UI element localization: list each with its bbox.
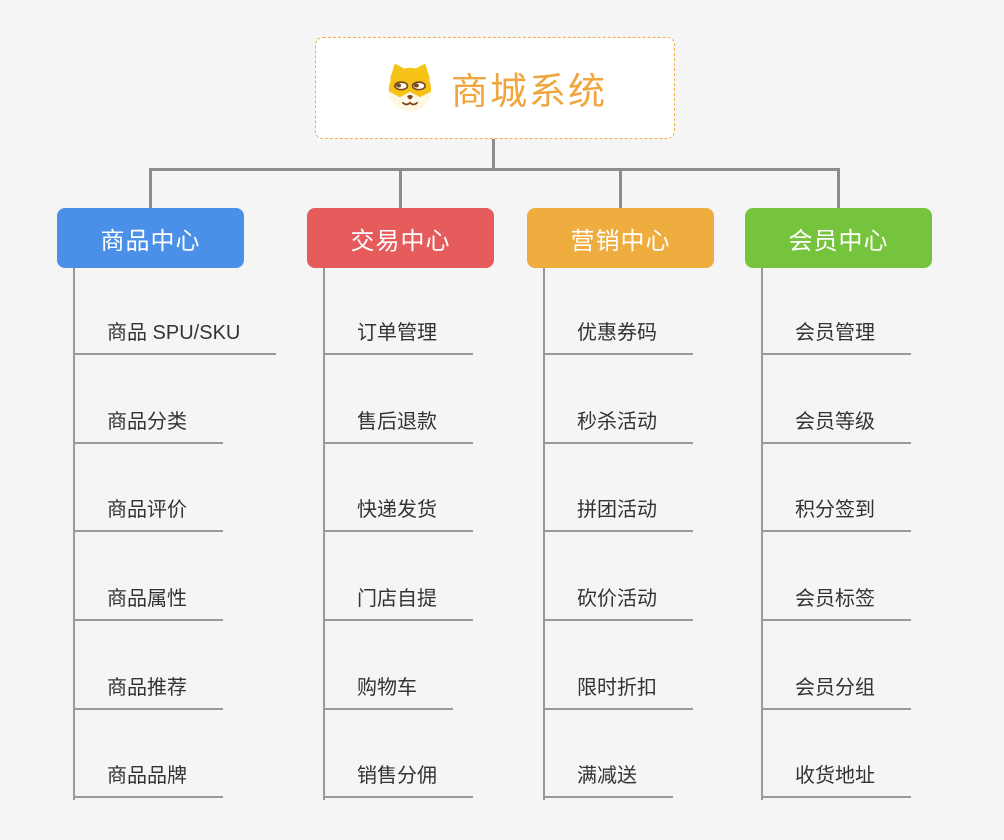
- branch-label: 会员中心: [788, 227, 889, 255]
- leaf-node[interactable]: 满减送: [543, 762, 673, 798]
- branch-trunk-line: [761, 268, 763, 800]
- leaf-node[interactable]: 订单管理: [323, 319, 473, 355]
- leaf-node[interactable]: 会员管理: [761, 319, 911, 355]
- branch-node-member-center[interactable]: 会员中心: [745, 208, 932, 268]
- leaf-node[interactable]: 会员等级: [761, 408, 911, 444]
- connector-drop-product: [149, 168, 152, 208]
- branch-product-center: 商品中心 商品 SPU/SKU 商品分类 商品评价 商品属性 商品推荐 商品品牌: [57, 208, 277, 808]
- branch-node-marketing-center[interactable]: 营销中心: [527, 208, 714, 268]
- root-node[interactable]: 商城系统: [315, 37, 675, 139]
- leaf-node[interactable]: 售后退款: [323, 408, 473, 444]
- branch-trunk-line: [543, 268, 545, 800]
- branch-label: 营销中心: [570, 227, 671, 255]
- shiba-dog-icon: [388, 63, 432, 112]
- leaf-node[interactable]: 销售分佣: [323, 762, 473, 798]
- branch-node-trade-center[interactable]: 交易中心: [307, 208, 494, 268]
- branch-marketing-center: 营销中心 优惠券码 秒杀活动 拼团活动 砍价活动 限时折扣 满减送: [527, 208, 714, 808]
- branch-label: 交易中心: [350, 227, 451, 255]
- branch-trunk-line: [323, 268, 325, 800]
- leaf-node[interactable]: 限时折扣: [543, 674, 693, 710]
- leaf-node[interactable]: 商品推荐: [73, 674, 223, 710]
- branch-label: 商品中心: [100, 227, 201, 255]
- leaf-node[interactable]: 积分签到: [761, 496, 911, 532]
- leaf-node[interactable]: 快递发货: [323, 496, 473, 532]
- leaf-node[interactable]: 砍价活动: [543, 585, 693, 621]
- connector-horizontal-bar: [149, 168, 840, 171]
- leaf-node[interactable]: 商品品牌: [73, 762, 223, 798]
- leaf-node[interactable]: 商品评价: [73, 496, 223, 532]
- connector-drop-member: [837, 168, 840, 208]
- branch-trade-center: 交易中心 订单管理 售后退款 快递发货 门店自提 购物车 销售分佣: [307, 208, 494, 808]
- root-title: 商城系统: [451, 71, 607, 112]
- leaf-node[interactable]: 秒杀活动: [543, 408, 693, 444]
- leaf-node[interactable]: 商品分类: [73, 408, 223, 444]
- leaf-node[interactable]: 会员分组: [761, 674, 911, 710]
- leaf-node[interactable]: 优惠券码: [543, 319, 693, 355]
- leaf-node[interactable]: 会员标签: [761, 585, 911, 621]
- connector-drop-trade: [399, 168, 402, 208]
- branch-node-product-center[interactable]: 商品中心: [57, 208, 244, 268]
- branch-member-center: 会员中心 会员管理 会员等级 积分签到 会员标签 会员分组 收货地址: [745, 208, 932, 808]
- leaf-node[interactable]: 商品 SPU/SKU: [73, 319, 277, 355]
- leaf-node[interactable]: 拼团活动: [543, 496, 693, 532]
- leaf-node[interactable]: 收货地址: [761, 762, 911, 798]
- branch-trunk-line: [73, 268, 75, 800]
- connector-root-stub: [492, 139, 495, 168]
- leaf-node[interactable]: 商品属性: [73, 585, 223, 621]
- connector-drop-marketing: [619, 168, 622, 208]
- leaf-node[interactable]: 门店自提: [323, 585, 473, 621]
- leaf-node[interactable]: 购物车: [323, 674, 453, 710]
